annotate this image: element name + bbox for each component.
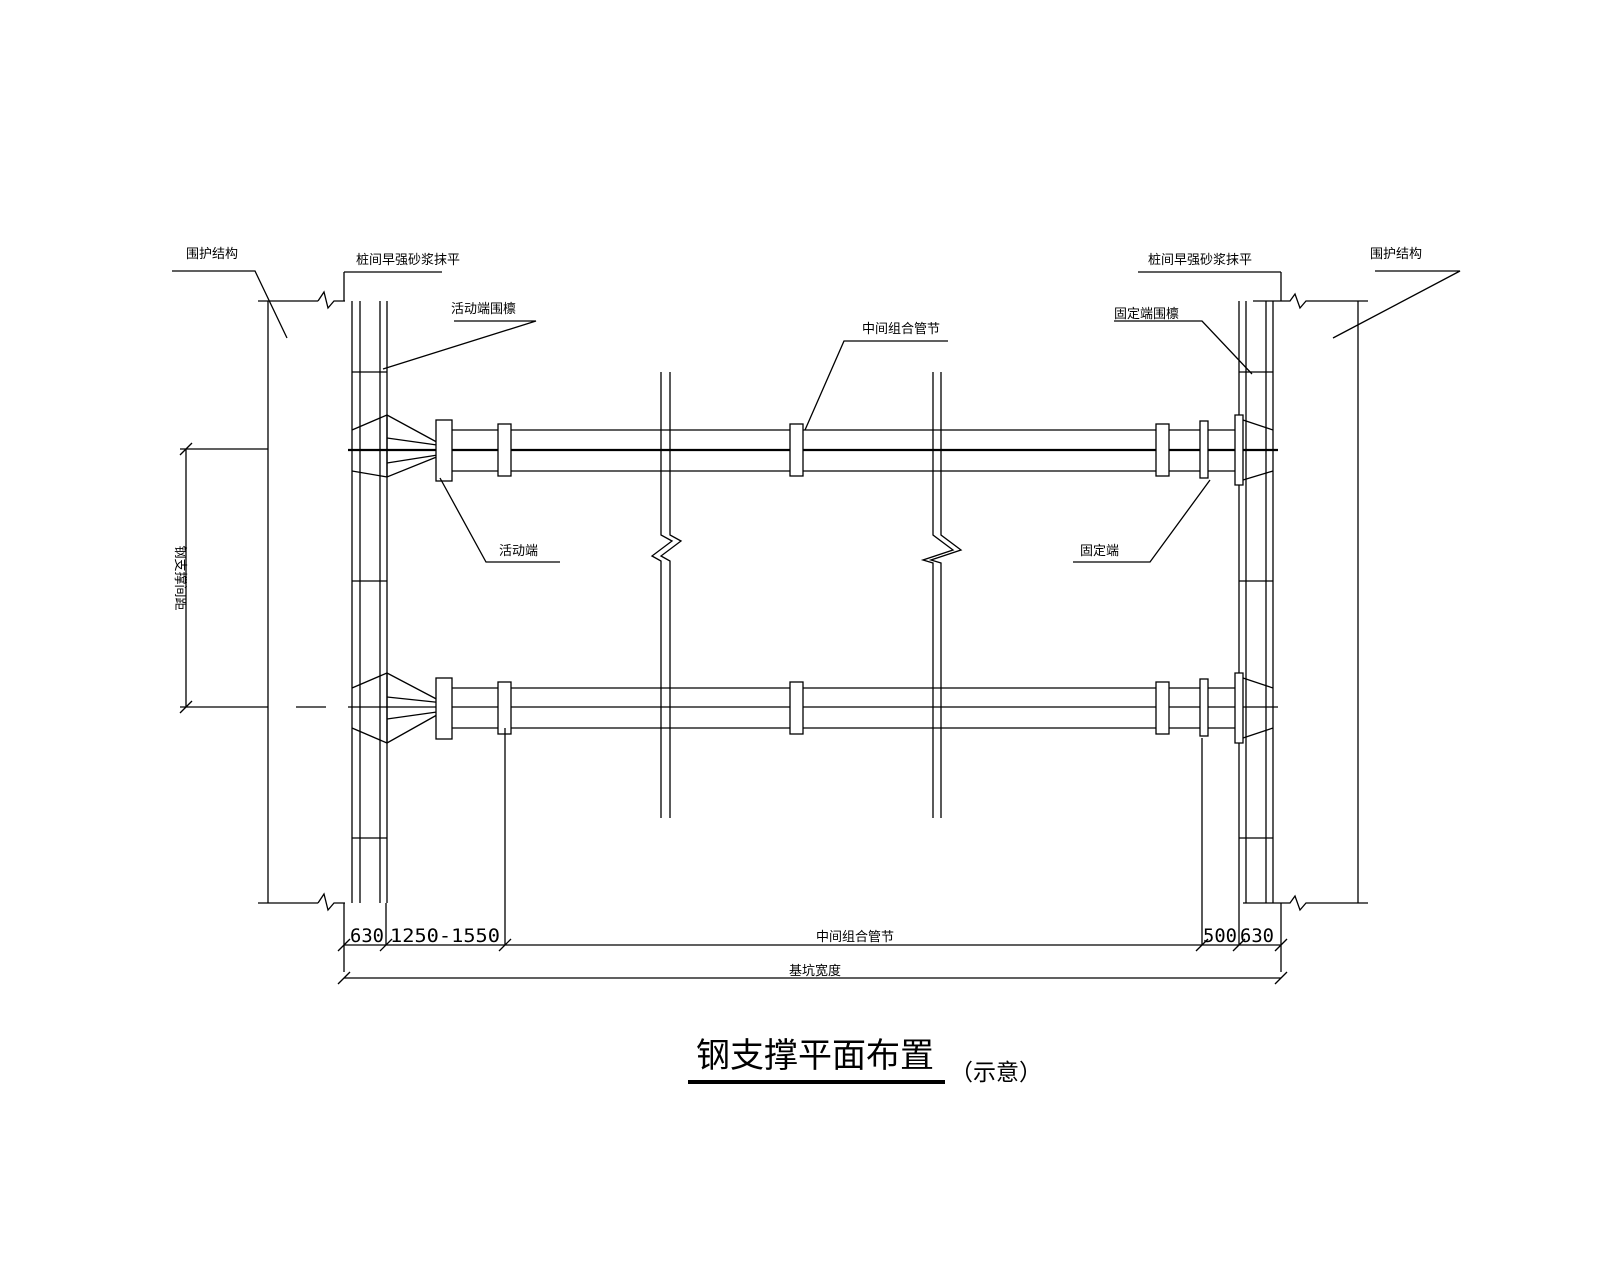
label-active-waler: 活动端围檩 [451,302,516,317]
dim-1250-1550: 1250-1550 [390,925,500,947]
label-mortar-right: 桩间早强砂浆抹平 [1148,253,1252,268]
dim-630-left: 630 [350,925,384,947]
right-retaining-wall-line [1243,292,1368,912]
dim-middle-tube: 中间组合管节 [816,930,894,945]
leader-lines [172,270,1461,945]
right-waler [1138,271,1282,972]
break-line-left [650,372,683,818]
left-retaining-wall-line [258,290,345,912]
drawing-title-note: （示意） [950,1060,1042,1086]
left-waler [343,271,442,972]
lower-steel-strut [348,672,1278,744]
label-mortar-left: 桩间早强砂浆抹平 [356,253,460,268]
upper-steel-strut [348,414,1278,486]
bottom-dimension-lines [337,903,1288,985]
strut-spacing-dimension: 钢支撑间距 [172,442,326,714]
label-fixed-end: 固定端 [1080,544,1119,559]
label-middle-tube-top: 中间组合管节 [862,322,940,337]
label-active-end: 活动端 [499,544,538,559]
label-fixed-waler: 固定端围檩 [1114,307,1179,322]
break-line-right [920,372,963,818]
drawing-title: 钢支撑平面布置 [696,1036,934,1076]
dim-630-right: 630 [1240,925,1274,947]
label-strut-spacing: 钢支撑间距 [172,545,187,610]
dim-500: 500 [1203,925,1237,947]
label-retaining-structure-right: 围护结构 [1370,247,1422,262]
dim-pit-width: 基坑宽度 [789,963,841,979]
label-retaining-structure-left: 围护结构 [186,247,238,262]
